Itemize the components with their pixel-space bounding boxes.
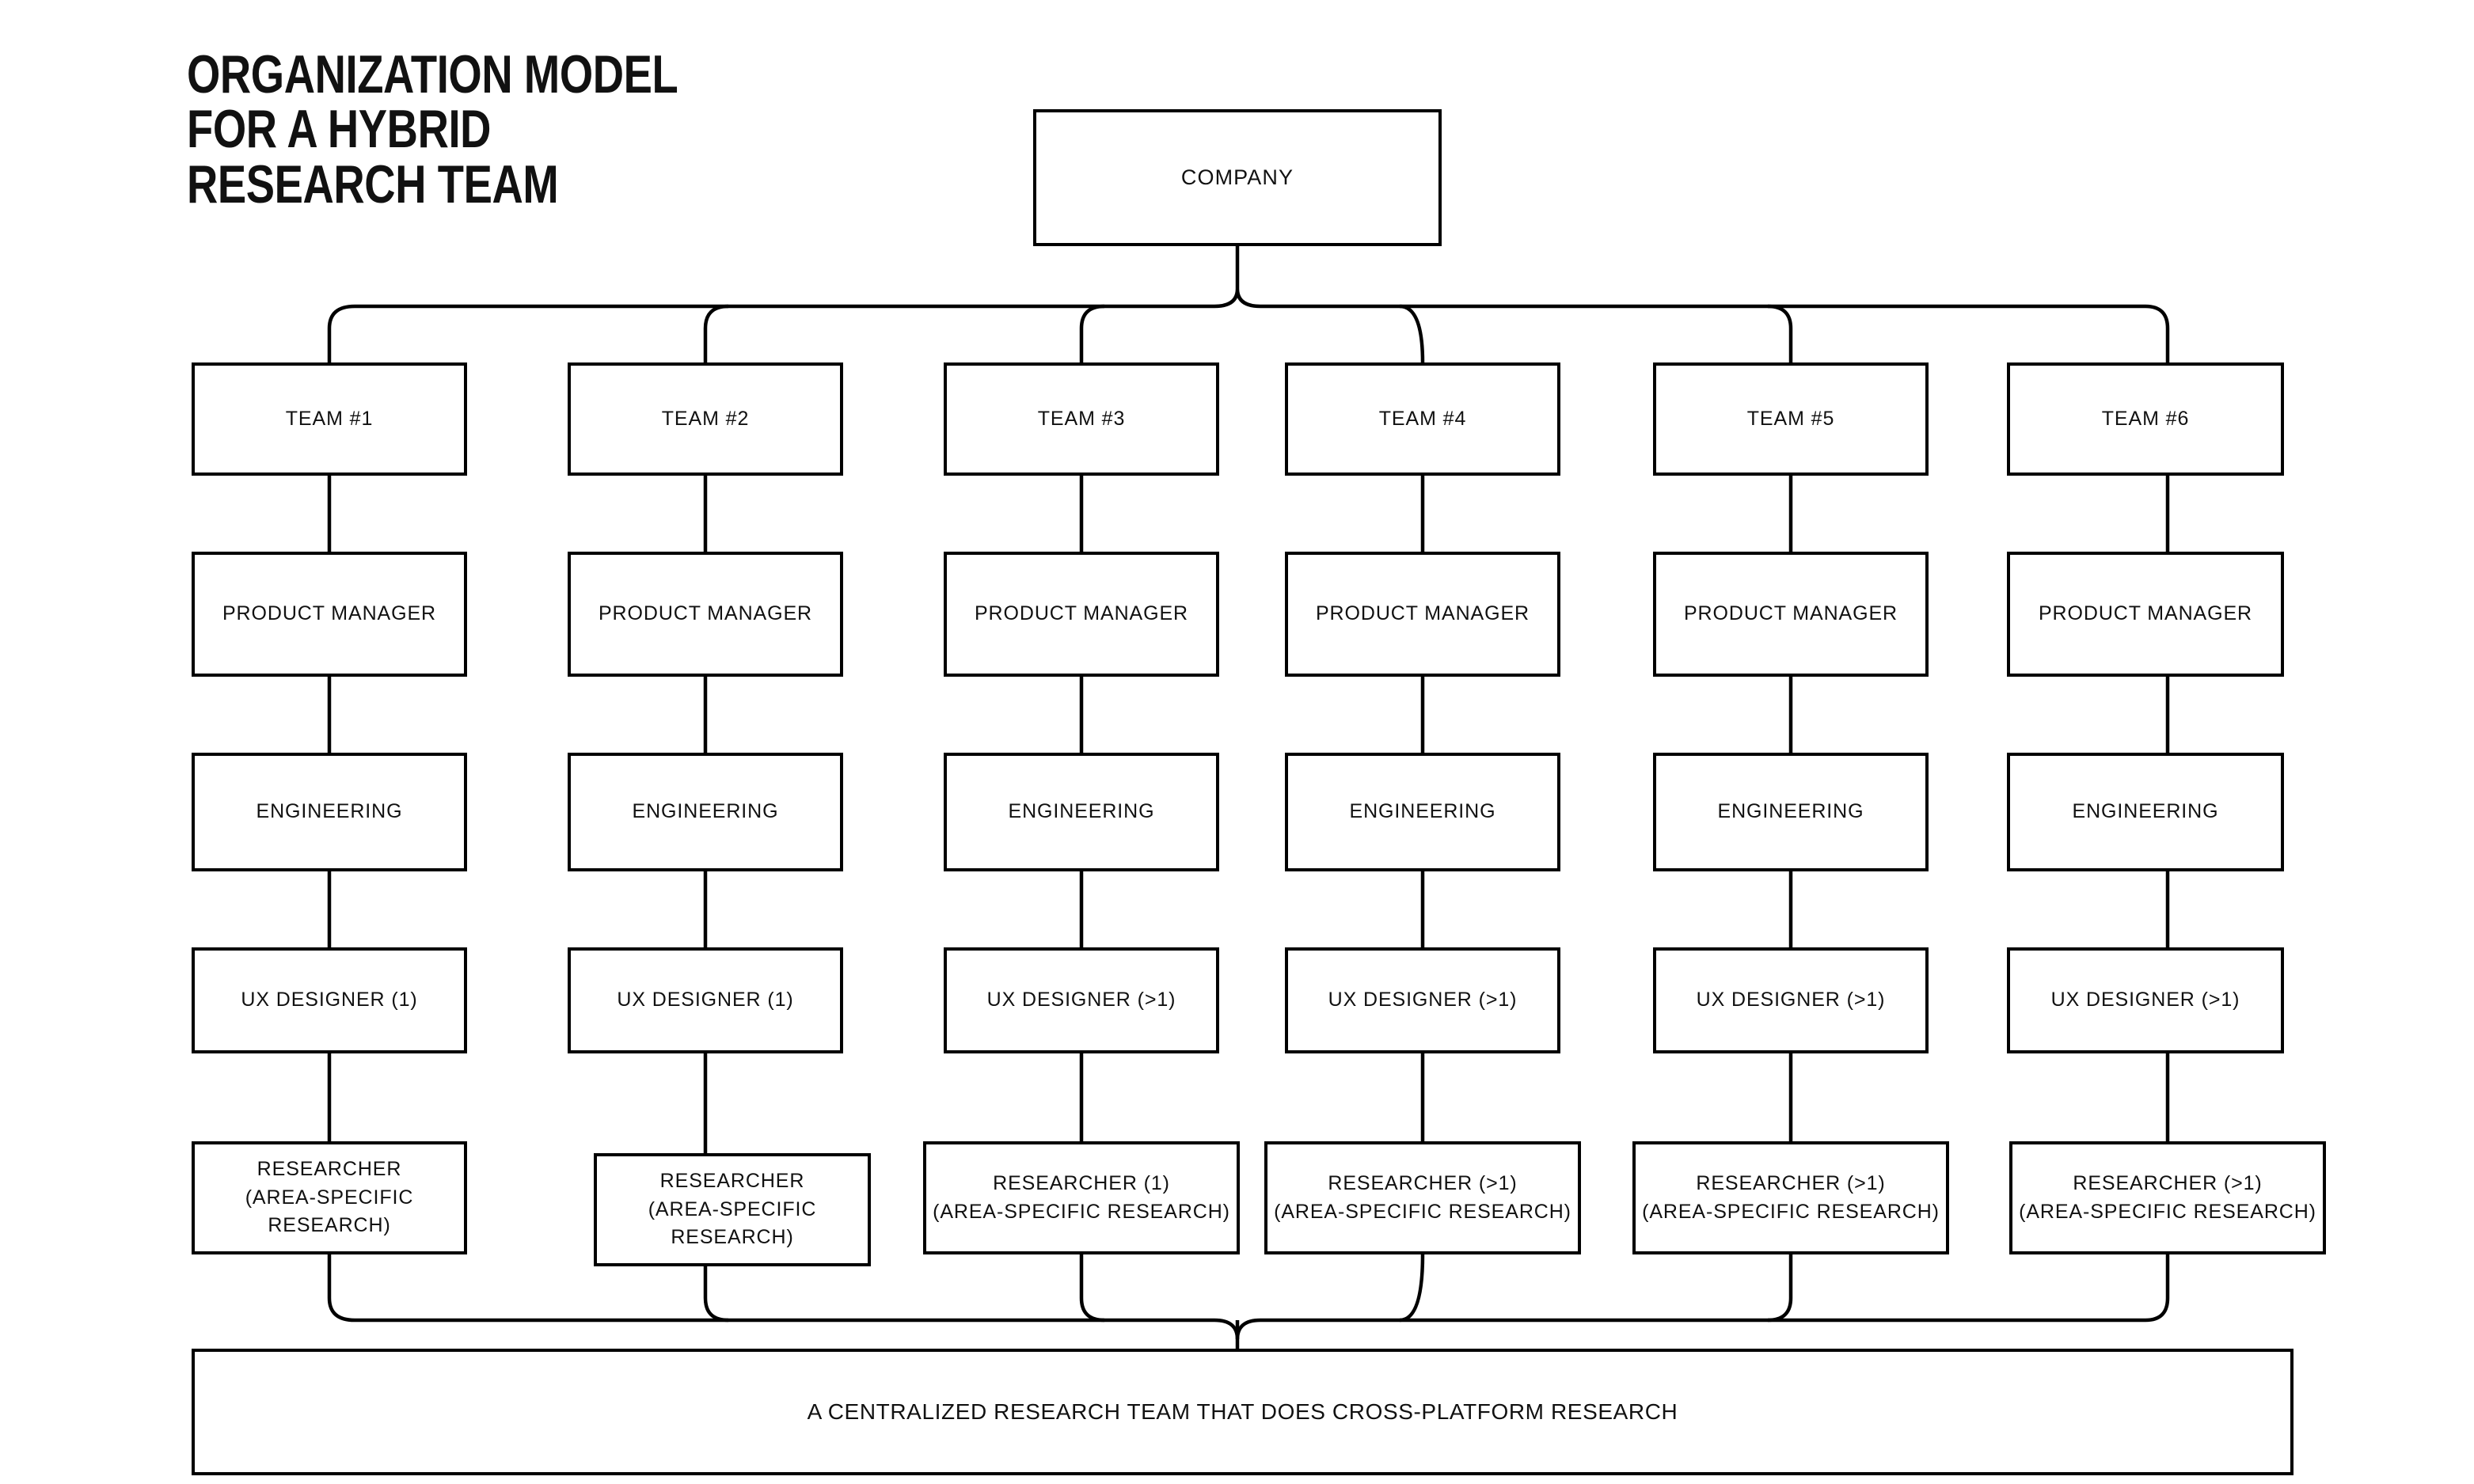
node-product-manager-1[interactable]: PRODUCT MANAGER [192, 552, 467, 677]
node-team-3-label: TEAM #3 [1037, 407, 1126, 430]
node-ux-designer-6[interactable]: UX DESIGNER (>1) [2007, 947, 2284, 1053]
node-company[interactable]: COMPANY [1033, 109, 1442, 246]
node-researcher-6[interactable]: RESEARCHER (>1) (AREA-SPECIFIC RESEARCH) [2009, 1141, 2326, 1254]
node-researcher-1-label: RESEARCHER (AREA-SPECIFIC RESEARCH) [245, 1158, 414, 1237]
node-ux-designer-1[interactable]: UX DESIGNER (1) [192, 947, 467, 1053]
node-ux-designer-1-label: UX DESIGNER (1) [241, 989, 418, 1011]
node-researcher-2[interactable]: RESEARCHER (AREA-SPECIFIC RESEARCH) [594, 1153, 871, 1266]
node-engineering-5-label: ENGINEERING [1717, 800, 1864, 823]
connector-rise-res2 [703, 1266, 729, 1323]
connector-drop-team2 [703, 304, 729, 362]
node-engineering-1[interactable]: ENGINEERING [192, 753, 467, 871]
connector-bus-top [327, 288, 2170, 362]
node-team-1-label: TEAM #1 [285, 407, 374, 430]
node-researcher-3-label: RESEARCHER (1) (AREA-SPECIFIC RESEARCH) [933, 1172, 1230, 1223]
node-team-2-label: TEAM #2 [661, 407, 750, 430]
node-team-5-label: TEAM #5 [1746, 407, 1835, 430]
node-researcher-2-label: RESEARCHER (AREA-SPECIFIC RESEARCH) [648, 1170, 817, 1249]
node-ux-designer-2-label: UX DESIGNER (1) [617, 989, 794, 1011]
node-ux-designer-3[interactable]: UX DESIGNER (>1) [944, 947, 1219, 1053]
node-engineering-6[interactable]: ENGINEERING [2007, 753, 2284, 871]
node-ux-designer-4[interactable]: UX DESIGNER (>1) [1285, 947, 1560, 1053]
node-team-6[interactable]: TEAM #6 [2007, 362, 2284, 476]
node-ux-designer-2[interactable]: UX DESIGNER (1) [568, 947, 843, 1053]
node-engineering-4-label: ENGINEERING [1349, 800, 1496, 823]
node-ux-designer-5-label: UX DESIGNER (>1) [1696, 989, 1886, 1011]
connector-drop-team3 [1079, 304, 1105, 362]
node-engineering-3[interactable]: ENGINEERING [944, 753, 1219, 871]
node-engineering-2-label: ENGINEERING [632, 800, 779, 823]
node-engineering-5[interactable]: ENGINEERING [1653, 753, 1929, 871]
node-product-manager-4[interactable]: PRODUCT MANAGER [1285, 552, 1560, 677]
node-researcher-4-label: RESEARCHER (>1) (AREA-SPECIFIC RESEARCH) [1274, 1172, 1571, 1223]
node-researcher-5[interactable]: RESEARCHER (>1) (AREA-SPECIFIC RESEARCH) [1632, 1141, 1949, 1254]
node-team-4[interactable]: TEAM #4 [1285, 362, 1560, 476]
node-engineering-1-label: ENGINEERING [256, 800, 403, 823]
node-engineering-3-label: ENGINEERING [1008, 800, 1155, 823]
node-product-manager-3-label: PRODUCT MANAGER [974, 602, 1188, 625]
node-product-manager-5-label: PRODUCT MANAGER [1683, 602, 1898, 625]
node-product-manager-6-label: PRODUCT MANAGER [2038, 602, 2252, 625]
node-centralized-research-team[interactable]: A CENTRALIZED RESEARCH TEAM THAT DOES CR… [192, 1349, 2293, 1475]
connector-drop-team4 [1399, 304, 1425, 363]
page-title: ORGANIZATION MODEL FOR A HYBRID RESEARCH… [187, 44, 678, 214]
node-engineering-4[interactable]: ENGINEERING [1285, 753, 1560, 871]
node-team-3[interactable]: TEAM #3 [944, 362, 1219, 476]
node-product-manager-2[interactable]: PRODUCT MANAGER [568, 552, 843, 677]
node-product-manager-3[interactable]: PRODUCT MANAGER [944, 552, 1219, 677]
node-team-5[interactable]: TEAM #5 [1653, 362, 1929, 476]
node-engineering-6-label: ENGINEERING [2072, 800, 2219, 823]
node-team-6-label: TEAM #6 [2101, 407, 2190, 430]
node-product-manager-2-label: PRODUCT MANAGER [598, 602, 812, 625]
node-centralized-research-team-label: A CENTRALIZED RESEARCH TEAM THAT DOES CR… [807, 1399, 1678, 1424]
node-researcher-6-label: RESEARCHER (>1) (AREA-SPECIFIC RESEARCH) [2019, 1172, 2316, 1223]
connector-rise-res3 [1079, 1254, 1105, 1323]
node-product-manager-6[interactable]: PRODUCT MANAGER [2007, 552, 2284, 677]
node-researcher-4[interactable]: RESEARCHER (>1) (AREA-SPECIFIC RESEARCH) [1264, 1141, 1581, 1254]
connector-drop-team5 [1767, 304, 1793, 362]
node-ux-designer-5[interactable]: UX DESIGNER (>1) [1653, 947, 1929, 1053]
connector-rise-res4 [1399, 1254, 1425, 1323]
node-ux-designer-6-label: UX DESIGNER (>1) [2050, 989, 2240, 1011]
node-researcher-5-label: RESEARCHER (>1) (AREA-SPECIFIC RESEARCH) [1642, 1172, 1940, 1223]
node-product-manager-1-label: PRODUCT MANAGER [222, 602, 436, 625]
connector-rise-res5 [1767, 1254, 1793, 1323]
node-team-4-label: TEAM #4 [1378, 407, 1467, 430]
node-team-2[interactable]: TEAM #2 [568, 362, 843, 476]
node-ux-designer-3-label: UX DESIGNER (>1) [986, 989, 1176, 1011]
node-team-1[interactable]: TEAM #1 [192, 362, 467, 476]
node-product-manager-5[interactable]: PRODUCT MANAGER [1653, 552, 1929, 677]
node-researcher-3[interactable]: RESEARCHER (1) (AREA-SPECIFIC RESEARCH) [923, 1141, 1240, 1254]
node-researcher-1[interactable]: RESEARCHER (AREA-SPECIFIC RESEARCH) [192, 1141, 467, 1254]
node-engineering-2[interactable]: ENGINEERING [568, 753, 843, 871]
node-product-manager-4-label: PRODUCT MANAGER [1315, 602, 1530, 625]
connector-bus-bottom [327, 1254, 2170, 1340]
node-company-label: COMPANY [1180, 165, 1294, 190]
node-ux-designer-4-label: UX DESIGNER (>1) [1328, 989, 1518, 1011]
